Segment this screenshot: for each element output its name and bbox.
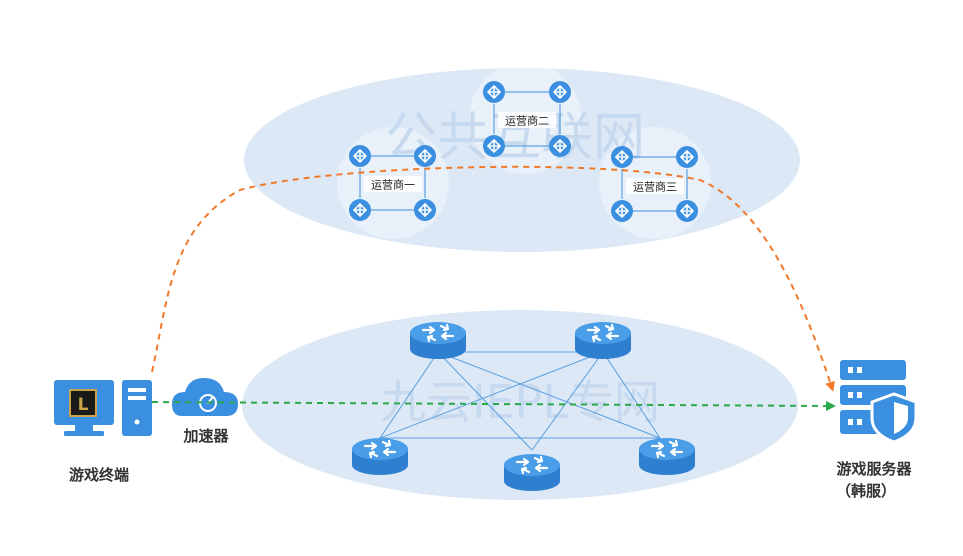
server-sublabel: （韩服） <box>836 482 896 500</box>
public-internet-cloud: 公共互联网 <box>244 62 800 252</box>
router-icon <box>637 436 697 477</box>
router-icon <box>348 198 372 222</box>
router-icon <box>573 320 633 361</box>
public-internet-path <box>151 165 835 392</box>
router-icon <box>548 134 572 158</box>
terminal-label: 游戏终端 <box>69 466 129 484</box>
computer-icon: L <box>54 380 152 436</box>
private-network-watermark: 九云IEPL专网 <box>380 375 660 429</box>
router-icon <box>502 452 562 493</box>
server-shield-icon <box>840 360 918 444</box>
server-label: 游戏服务器 <box>836 460 912 478</box>
router-icon <box>675 145 699 169</box>
cloud-accelerator-icon <box>172 378 238 416</box>
router-icon <box>610 145 634 169</box>
carrier-label-1: 运营商一 <box>371 178 415 192</box>
router-icon <box>548 80 572 104</box>
router-icon <box>482 134 506 158</box>
carrier-label-3: 运营商三 <box>633 180 677 194</box>
carrier-label-2: 运营商二 <box>505 114 549 128</box>
carrier-group-3: 运营商三 <box>610 145 699 223</box>
accelerator-label: 加速器 <box>182 427 229 445</box>
router-icon <box>413 198 437 222</box>
router-icon <box>348 144 372 168</box>
router-icon <box>408 320 468 361</box>
router-icon <box>413 144 437 168</box>
carrier-group-2: 运营商二 <box>482 80 572 158</box>
private-network-path <box>151 400 836 411</box>
router-icon <box>675 199 699 223</box>
router-icon <box>350 436 410 477</box>
router-icon <box>482 80 506 104</box>
private-mesh-links <box>379 351 661 451</box>
router-icon <box>610 199 634 223</box>
svg-text:L: L <box>78 395 89 415</box>
